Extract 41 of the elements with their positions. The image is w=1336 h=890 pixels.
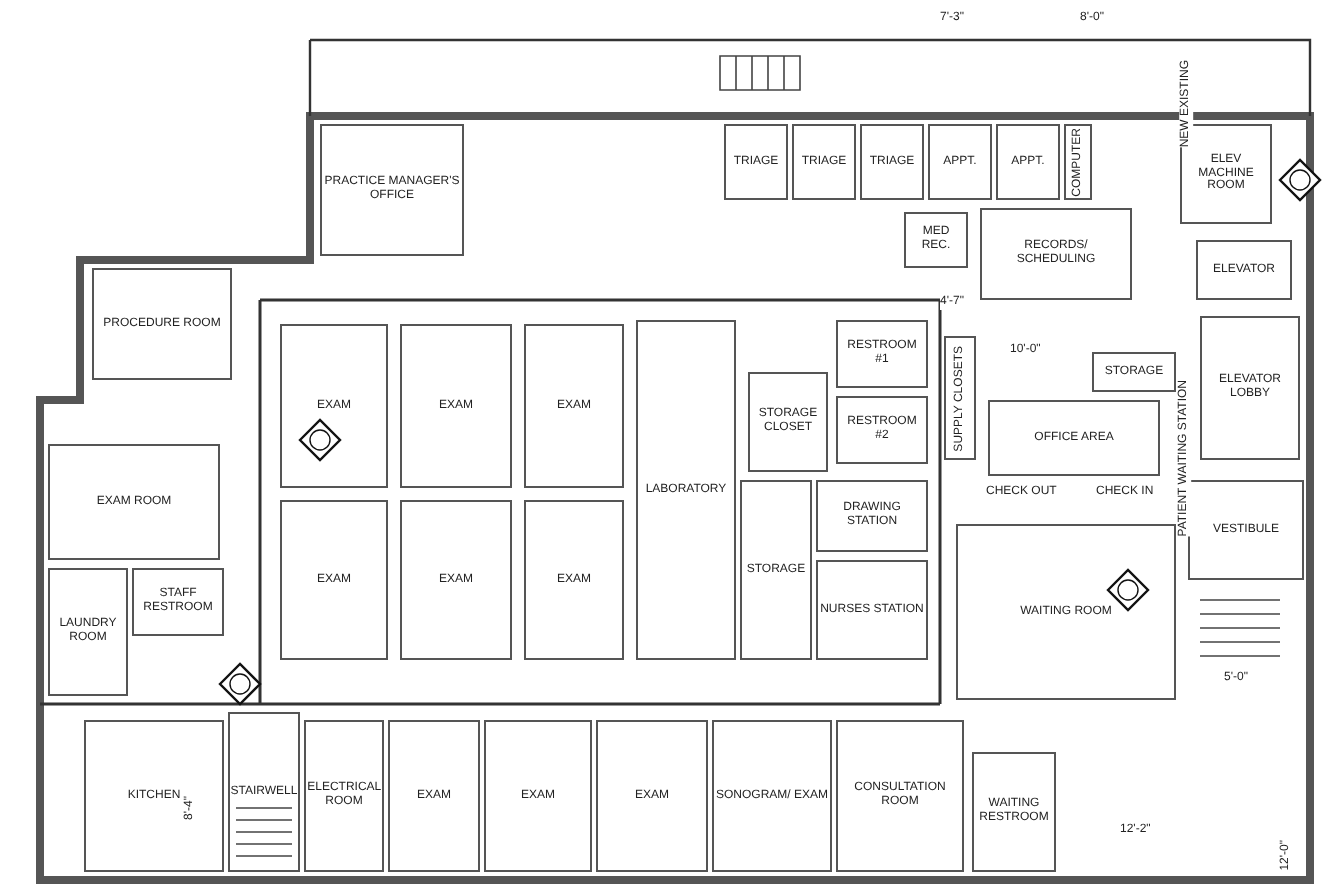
- room-outline: [48, 568, 128, 696]
- room-outline: [484, 720, 592, 872]
- room-outline: [1092, 352, 1176, 392]
- room-outline: [228, 712, 300, 872]
- room-outline: [972, 752, 1056, 872]
- room-outline: [860, 124, 924, 200]
- room-outline: [92, 268, 232, 380]
- room-outline: [836, 320, 928, 388]
- room-outline: [836, 720, 964, 872]
- room-outline: [956, 524, 1176, 700]
- room-outline: [304, 720, 384, 872]
- room-outline: [816, 480, 928, 552]
- room-outline: [1064, 124, 1092, 200]
- room-outline: [740, 480, 812, 660]
- room-outline: [836, 396, 928, 464]
- room-outline: [132, 568, 224, 636]
- room-outline: [280, 500, 388, 660]
- room-outline: [84, 720, 224, 872]
- room-outline: [988, 400, 1160, 476]
- room-outline: [712, 720, 832, 872]
- room-outline: [596, 720, 708, 872]
- room-outline: [980, 208, 1132, 300]
- room-outline: [944, 336, 976, 460]
- room-outline: [320, 124, 464, 256]
- room-outline: [388, 720, 480, 872]
- room-outline: [400, 324, 512, 488]
- room-outline: [524, 500, 624, 660]
- room-outline: [748, 372, 828, 472]
- room-outline: [816, 560, 928, 660]
- room-outline: [928, 124, 992, 200]
- room-outline: [724, 124, 788, 200]
- room-outline: [1200, 316, 1300, 460]
- room-outline: [636, 320, 736, 660]
- room-outline: [1196, 240, 1292, 300]
- room-outline: [792, 124, 856, 200]
- room-outline: [48, 444, 220, 560]
- room-outline: [280, 324, 388, 488]
- room-outline: [524, 324, 624, 488]
- room-outline: [904, 212, 968, 268]
- room-outline: [400, 500, 512, 660]
- room-outline: [996, 124, 1060, 200]
